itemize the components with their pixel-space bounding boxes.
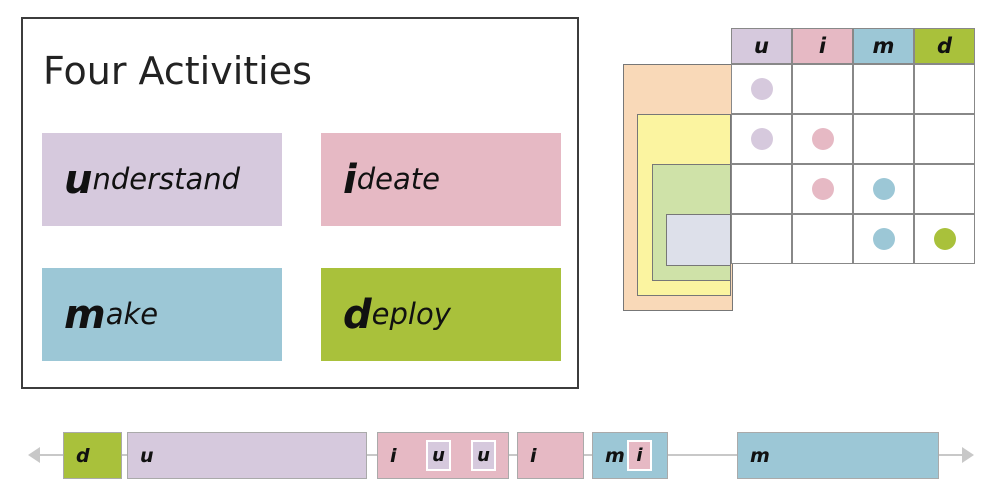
arrow-left-icon: [28, 447, 40, 463]
activity-initial: i: [343, 156, 357, 203]
matrix-header-d: d: [914, 28, 975, 64]
arrow-right-icon: [962, 447, 974, 463]
segment-label: m: [605, 444, 625, 467]
matrix-dot: [811, 128, 834, 150]
activity-label: deate: [356, 162, 440, 196]
timeline-inner-ideate: i: [627, 440, 652, 471]
matrix-dot: [750, 78, 773, 100]
matrix-dot: [750, 128, 773, 150]
matrix-cell: [914, 64, 975, 114]
matrix-dot: [872, 178, 895, 200]
timeline-inner-understand: u: [426, 440, 451, 471]
matrix-dot: [872, 228, 895, 250]
matrix-cell: [731, 214, 792, 264]
matrix-cell: [914, 114, 975, 164]
activity-initial: d: [343, 291, 372, 338]
matrix-cell: [853, 114, 914, 164]
matrix-header-m: m: [853, 28, 914, 64]
segment-label: u: [140, 444, 154, 467]
matrix-cell: [792, 214, 853, 264]
activities-title: Four Activities: [43, 49, 312, 93]
activity-initial: m: [64, 291, 106, 338]
matrix-cell: [853, 64, 914, 114]
segment-label: i: [530, 444, 537, 467]
matrix-dot: [811, 178, 834, 200]
matrix-header-u: u: [731, 28, 792, 64]
segment-label: d: [76, 444, 90, 467]
nest-layer-4: [666, 214, 731, 266]
matrix-header-i: i: [792, 28, 853, 64]
activity-label: eploy: [371, 297, 451, 331]
matrix-cell: [914, 164, 975, 214]
timeline-segment-deploy: d: [63, 432, 122, 479]
activity-label: nderstand: [92, 162, 241, 196]
segment-label: i: [390, 444, 397, 467]
timeline-segment-understand: u: [127, 432, 367, 479]
matrix-cell: [792, 64, 853, 114]
segment-label: m: [750, 444, 770, 467]
matrix-dot: [933, 228, 956, 250]
timeline-segment-ideate: i: [517, 432, 584, 479]
activity-label: ake: [105, 297, 159, 331]
matrix-cell: [731, 164, 792, 214]
timeline-inner-understand: u: [471, 440, 496, 471]
activity-initial: u: [64, 156, 93, 203]
timeline-segment-make: m: [737, 432, 939, 479]
